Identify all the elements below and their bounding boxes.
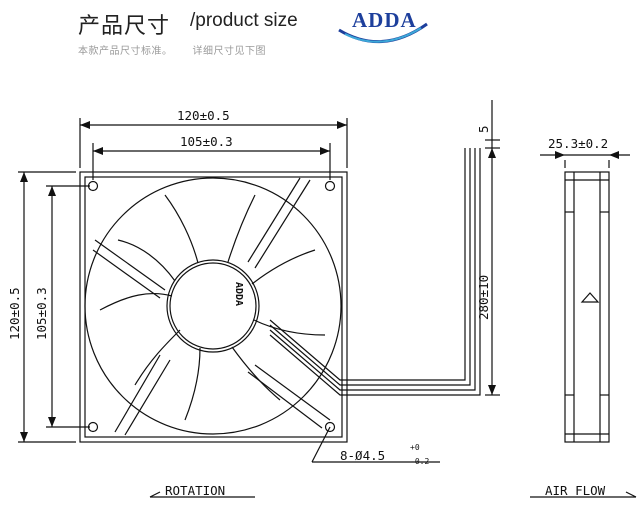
strut-1 [94, 239, 166, 291]
title-chinese: 产品尺寸 [78, 14, 171, 39]
blade-8 [227, 194, 256, 263]
subtitle-right: 详细尺寸见下图 [192, 46, 266, 57]
strut-4 [124, 359, 171, 436]
blade-9 [164, 194, 199, 264]
title-english: /product size [190, 10, 298, 31]
mount-hole-top-right [324, 180, 336, 192]
blade-2 [99, 293, 173, 311]
rotation-label: ROTATION [165, 483, 225, 498]
brand-text: ADDA [352, 8, 417, 32]
hole-tol-upper: +0 [410, 443, 420, 452]
blade-1 [117, 239, 176, 282]
air-flow-label: AIR FLOW [545, 483, 606, 498]
fan-frame-outer [79, 171, 348, 443]
blade-4 [184, 347, 201, 421]
brand-logo [338, 22, 428, 44]
dim-width-outer-label: 120±0.5 [177, 108, 230, 123]
hub-logo: ADDA [233, 282, 244, 306]
dim-height-holes-label: 105±0.3 [34, 287, 49, 340]
subtitle: 本款产品尺寸标准。 详细尺寸见下图 [78, 42, 266, 57]
strut-3 [254, 364, 331, 421]
lead-wire-3 [269, 148, 471, 386]
side-frame [564, 171, 610, 443]
hole-spec-label: 8-Ø4.5 [340, 448, 385, 463]
strut-1b [92, 249, 161, 299]
blade-3 [134, 329, 181, 386]
lead-wire-4 [269, 148, 466, 381]
fan-hub-inner [169, 262, 257, 350]
blade-6 [253, 319, 326, 336]
dim-thickness-label: 25.3±0.2 [548, 136, 608, 151]
strut-2b [254, 179, 311, 269]
lead-wire-1 [269, 148, 481, 396]
subtitle-left: 本款产品尺寸标准。 [78, 46, 173, 57]
dim-lead-length-label: 280±10 [476, 275, 491, 320]
side-arrow-mark [580, 292, 600, 303]
strut-2 [247, 177, 301, 263]
fan-hub [166, 259, 260, 353]
fan-venturi [84, 177, 342, 435]
mount-hole-bottom-right [324, 421, 336, 433]
dim-width-holes-label: 105±0.3 [180, 134, 233, 149]
lead-wire-2 [269, 148, 476, 391]
dim-height-outer-label: 120±0.5 [7, 287, 22, 340]
blade-7 [251, 249, 316, 285]
dim-lead-offset-label: 5 [476, 125, 491, 133]
hole-tol-lower: -0.2 [410, 457, 429, 466]
strut-4b [114, 354, 161, 433]
blade-5 [231, 346, 281, 401]
